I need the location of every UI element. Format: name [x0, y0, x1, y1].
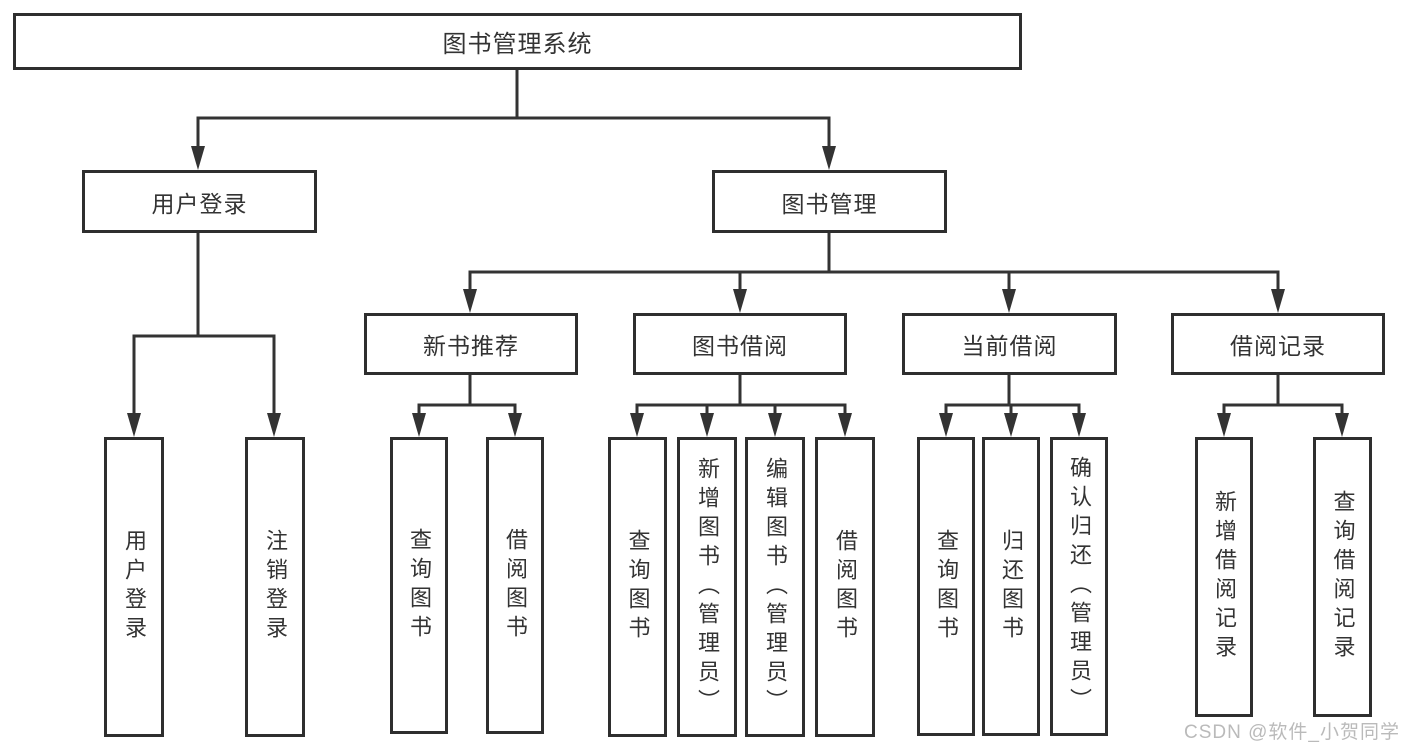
leaf-query-books-1: 查询图书 [390, 437, 448, 734]
connector-user-login-children [132, 233, 276, 419]
leaf-logout: 注销登录 [245, 437, 305, 737]
connector-root-to-level2 [196, 70, 831, 152]
arrowhead-cb-return [1004, 413, 1018, 437]
arrowhead-book-mgmt [822, 146, 836, 170]
node-book-borrow: 图书借阅 [633, 313, 847, 375]
arrowhead-leaf-logout [267, 413, 281, 437]
node-borrow-records: 借阅记录 [1171, 313, 1385, 375]
connector-current-borrow-children [944, 375, 1081, 419]
arrowhead-cb-query [939, 413, 953, 437]
arrowhead-book-borrow [733, 289, 747, 313]
leaf-borrow-books-2: 借阅图书 [815, 437, 875, 737]
connector-book-borrow-children [635, 375, 847, 419]
leaf-add-borrow-record: 新增借阅记录 [1195, 437, 1253, 717]
connector-book-mgmt-children [468, 233, 1280, 295]
leaf-query-borrow-record: 查询借阅记录 [1313, 437, 1372, 717]
node-current-borrow: 当前借阅 [902, 313, 1117, 375]
arrowhead-new-book [463, 289, 477, 313]
arrowhead-current-borrow [1002, 289, 1016, 313]
leaf-add-book-admin: 新增图书（管理员） [677, 437, 737, 737]
csdn-watermark: CSDN @软件_小贺同学 [1184, 722, 1400, 743]
leaf-confirm-return-admin: 确认归还（管理员） [1050, 437, 1108, 736]
arrowhead-bb-add [700, 413, 714, 437]
arrowhead-nb-query [412, 413, 426, 437]
leaf-user-login: 用户登录 [104, 437, 164, 737]
leaf-edit-book-admin: 编辑图书（管理员） [745, 437, 805, 737]
arrowhead-user-login [191, 146, 205, 170]
connector-borrow-records-children [1222, 375, 1344, 419]
node-root-system: 图书管理系统 [13, 13, 1022, 70]
leaf-borrow-books-1: 借阅图书 [486, 437, 544, 734]
node-user-login: 用户登录 [82, 170, 317, 233]
arrowhead-bb-edit [768, 413, 782, 437]
arrowhead-nb-borrow [508, 413, 522, 437]
connector-new-book-children [417, 375, 517, 419]
node-book-management: 图书管理 [712, 170, 947, 233]
arrowhead-bb-query [630, 413, 644, 437]
arrowhead-bb-borrow [838, 413, 852, 437]
node-new-book-recommend: 新书推荐 [364, 313, 578, 375]
arrowhead-br-query [1335, 413, 1349, 437]
arrowhead-cb-confirm [1072, 413, 1086, 437]
arrowhead-br-add [1217, 413, 1231, 437]
leaf-query-books-2: 查询图书 [608, 437, 667, 737]
leaf-return-books: 归还图书 [982, 437, 1040, 736]
arrowhead-leaf-login [127, 413, 141, 437]
leaf-query-books-3: 查询图书 [917, 437, 975, 736]
arrowhead-borrow-records [1271, 289, 1285, 313]
